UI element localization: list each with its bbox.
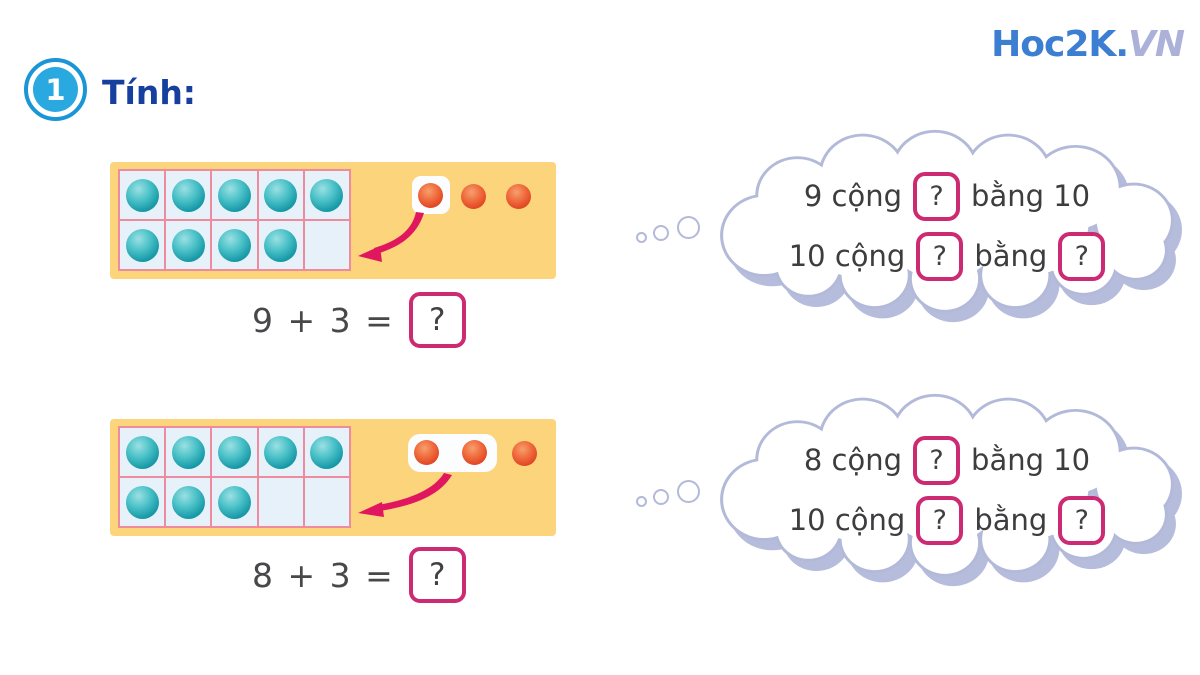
teal-counter-dot	[310, 435, 344, 469]
teal-counter-dot	[264, 435, 298, 469]
ten-frame-cell	[165, 170, 212, 220]
thought-cloud-shape	[720, 393, 1182, 587]
answer-box[interactable]: ?	[408, 547, 466, 603]
teal-counter-dot	[171, 485, 205, 519]
teal-counter-dot	[171, 178, 205, 212]
teal-counter-dot	[217, 435, 251, 469]
ten-frame-cell	[165, 220, 212, 270]
ten-frame-cell	[257, 220, 304, 270]
exercise2-equation: 8 + 3 = ?	[252, 546, 466, 604]
logo-text-blue: Hoc2K	[991, 24, 1116, 65]
logo-dot: .	[1115, 24, 1129, 65]
move-arrow-icon	[358, 212, 424, 262]
teal-counter-dot	[217, 228, 251, 262]
bubble-tail-dot	[636, 232, 647, 243]
teal-counter-dot	[125, 435, 159, 469]
bubble-line-1: 8 cộng ? bằng 10	[704, 434, 1190, 486]
ten-frame-cell	[211, 220, 258, 270]
bubble-tail-dot	[653, 489, 669, 505]
bubble-line-1: 9 cộng ? bằng 10	[704, 170, 1190, 222]
ten-frame-cell	[211, 170, 258, 220]
teal-counter-dot	[125, 178, 159, 212]
ten-frame-cell-empty	[257, 477, 304, 527]
exercise1-equation: 9 + 3 = ?	[252, 291, 466, 349]
bubble-text: bằng 10	[971, 443, 1091, 477]
question-box[interactable]: ?	[916, 495, 964, 545]
ten-frame-cell	[119, 170, 166, 220]
bubble-text: bằng 10	[971, 179, 1091, 213]
teal-counter-dot	[125, 228, 159, 262]
red-counter-dot	[461, 184, 486, 209]
ten-frame-cell	[165, 427, 212, 477]
thought-cloud-shape	[720, 129, 1182, 323]
bubble-tail-dot	[677, 480, 700, 503]
bubble-text: bằng	[974, 503, 1048, 537]
ten-frame-cell	[257, 170, 304, 220]
bubble-text: 8 cộng	[803, 443, 903, 477]
ten-frame-cell	[211, 427, 258, 477]
ten-frame-cell	[165, 477, 212, 527]
ten-frame-cell	[119, 220, 166, 270]
ten-frame-cell	[303, 170, 350, 220]
bubble-text: 10 cộng	[788, 503, 906, 537]
exercise1-thought-bubble: 9 cộng ? bằng 10 10 cộng ? bằng ?	[628, 126, 1192, 328]
ten-frame-cell-empty	[303, 220, 350, 270]
ten-frame-cell	[119, 427, 166, 477]
exercise1-ten-frame	[118, 169, 351, 271]
move-arrow-icon	[358, 473, 452, 517]
question-box[interactable]: ?	[1058, 231, 1106, 281]
exercise-number-badge: 1	[24, 58, 87, 121]
bubble-text: bằng	[974, 239, 1048, 273]
bubble-tail-dot	[677, 216, 700, 239]
question-box[interactable]: ?	[913, 435, 961, 485]
bubble-tail-dot	[636, 496, 647, 507]
bubble-line-2: 10 cộng ? bằng ?	[704, 230, 1190, 282]
bubble-text: 9 cộng	[803, 179, 903, 213]
bubble-text: 10 cộng	[788, 239, 906, 273]
teal-counter-dot	[217, 485, 251, 519]
red-counter-dot	[418, 183, 443, 208]
teal-counter-dot	[171, 228, 205, 262]
ten-frame-cell	[119, 477, 166, 527]
equation-text: 9 + 3 =	[252, 300, 395, 340]
ten-frame-cell	[257, 427, 304, 477]
question-box[interactable]: ?	[1058, 495, 1106, 545]
question-box[interactable]: ?	[916, 231, 964, 281]
equation-text: 8 + 3 =	[252, 555, 395, 595]
page-title: Tính:	[102, 73, 197, 112]
exercise2-ten-frame	[118, 426, 351, 528]
ten-frame-cell	[303, 427, 350, 477]
exercise1-panel	[110, 162, 556, 279]
red-counter-dot	[506, 184, 531, 209]
exercise2-panel	[110, 419, 556, 536]
teal-counter-dot	[264, 178, 298, 212]
logo-text-vn: VN	[1128, 24, 1185, 65]
teal-counter-dot	[264, 228, 298, 262]
red-counter-dot	[414, 440, 439, 465]
ten-frame-cell	[211, 477, 258, 527]
question-box[interactable]: ?	[913, 171, 961, 221]
exercise2-thought-bubble: 8 cộng ? bằng 10 10 cộng ? bằng ?	[628, 390, 1192, 592]
answer-box[interactable]: ?	[408, 292, 466, 348]
bubble-tail-dot	[653, 225, 669, 241]
ten-frame-cell-empty	[303, 477, 350, 527]
hoc2k-logo: Hoc2K.VN	[991, 24, 1185, 65]
teal-counter-dot	[171, 435, 205, 469]
teal-counter-dot	[125, 485, 159, 519]
red-counter-dot	[462, 440, 487, 465]
teal-counter-dot	[217, 178, 251, 212]
teal-counter-dot	[310, 178, 344, 212]
red-counter-dot	[512, 441, 537, 466]
bubble-line-2: 10 cộng ? bằng ?	[704, 494, 1190, 546]
exercise-number: 1	[33, 67, 78, 112]
